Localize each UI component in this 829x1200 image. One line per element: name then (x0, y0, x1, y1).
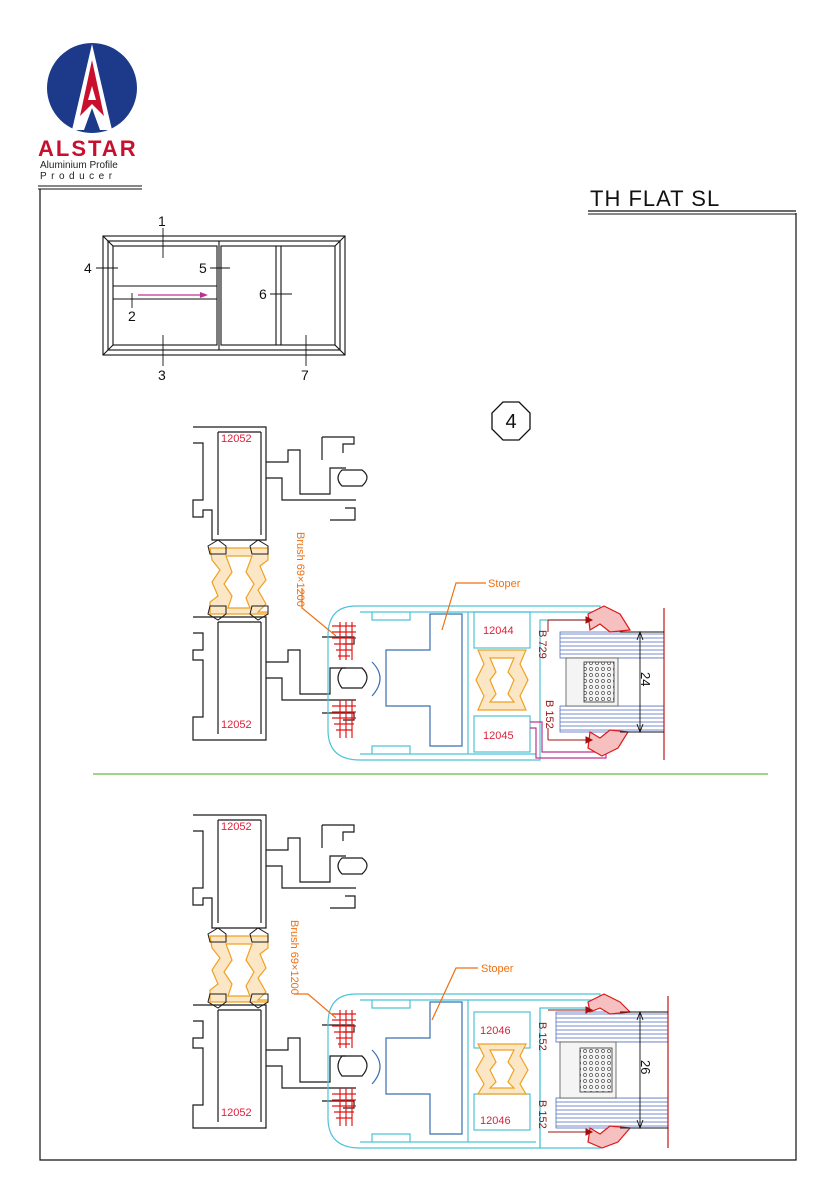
glass-dimension-top: 24 (638, 672, 653, 686)
gasket-arrows-bottom (548, 1006, 594, 1136)
logo-emblem (47, 43, 137, 133)
dimension-line-bottom (620, 1010, 668, 1130)
elevation-leaders (96, 228, 307, 366)
brush-seals-top (332, 622, 356, 738)
callout-leaders-top (301, 582, 486, 637)
elevation-labels: 1 4 5 2 6 3 7 (84, 213, 309, 383)
elevation-label-3: 3 (158, 367, 166, 383)
brush-label-bottom: Brush 69×1200 (288, 920, 300, 995)
detail-number: 4 (505, 411, 516, 433)
section-top (192, 426, 665, 761)
profile-label-top-b: 12052 (221, 719, 252, 731)
section-bottom (192, 814, 669, 1149)
brand-name: ALSTAR (38, 136, 138, 161)
brand-subtitle-line1: Aluminium Profile (40, 160, 118, 171)
frame-profile-bottom (192, 814, 368, 1129)
brush-label-top: Brush 69×1200 (294, 532, 306, 607)
brand-subtitle-line2: Producer (40, 171, 117, 182)
brush-seals-bottom (332, 1010, 356, 1126)
drawing-title: TH FLAT SL (590, 186, 721, 211)
profile-label-bottom-a: 12052 (221, 821, 252, 833)
elevation-label-2: 2 (128, 308, 136, 324)
detail-number-badge: 4 (491, 401, 531, 441)
profile-label-bottom-b: 12052 (221, 1107, 252, 1119)
thermal-break-bottom (209, 935, 269, 1003)
sash-profile-top (327, 605, 601, 761)
callout-leaders-bottom (294, 967, 478, 1021)
elevation-label-6: 6 (259, 286, 267, 302)
elevation-label-5: 5 (199, 260, 207, 276)
gasket-label-bottom-b: B 152 (536, 1100, 548, 1129)
sash-thermal-break-top (475, 649, 529, 711)
gasket-label-top-a: B 729 (536, 630, 548, 659)
title-underline (588, 210, 796, 215)
profile-label-top-d: 12045 (483, 730, 514, 742)
profile-label-top-c: 12044 (483, 625, 514, 637)
section-bottom-labels: 12052 12052 Brush 69×1200 Stoper 12046 1… (221, 821, 653, 1129)
profile-label-bottom-d: 12046 (480, 1115, 511, 1127)
stoper-bottom (371, 1001, 463, 1135)
gasket-arrows-top (547, 616, 594, 744)
gasket-bottom (587, 993, 632, 1149)
glass-dimension-bottom: 26 (638, 1060, 653, 1074)
drawing-border (39, 189, 797, 1161)
elevation-sketch (102, 235, 346, 356)
sash-thermal-break-bottom (475, 1043, 529, 1095)
gasket-top (587, 605, 632, 757)
sliding-arrow (138, 292, 208, 298)
profile-label-top-a: 12052 (221, 433, 252, 445)
elevation-label-7: 7 (301, 367, 309, 383)
elevation-label-4: 4 (84, 260, 92, 276)
dimension-line-top (620, 630, 664, 734)
profile-label-bottom-c: 12046 (480, 1025, 511, 1037)
thermal-break-top-outline (207, 539, 269, 621)
thermal-break-top (209, 547, 269, 615)
stoper-label-bottom: Stoper (481, 963, 514, 975)
frame-profile-top (192, 426, 368, 741)
stoper-top (371, 613, 463, 747)
gasket-label-bottom-a: B 152 (536, 1022, 548, 1051)
stoper-label-top: Stoper (488, 578, 521, 590)
elevation-label-1: 1 (158, 213, 166, 229)
section-top-labels: 12052 12052 Brush 69×1200 Stoper 12044 1… (221, 433, 653, 742)
gasket-label-top-b: B 152 (543, 700, 555, 729)
logo-underline (38, 185, 142, 190)
